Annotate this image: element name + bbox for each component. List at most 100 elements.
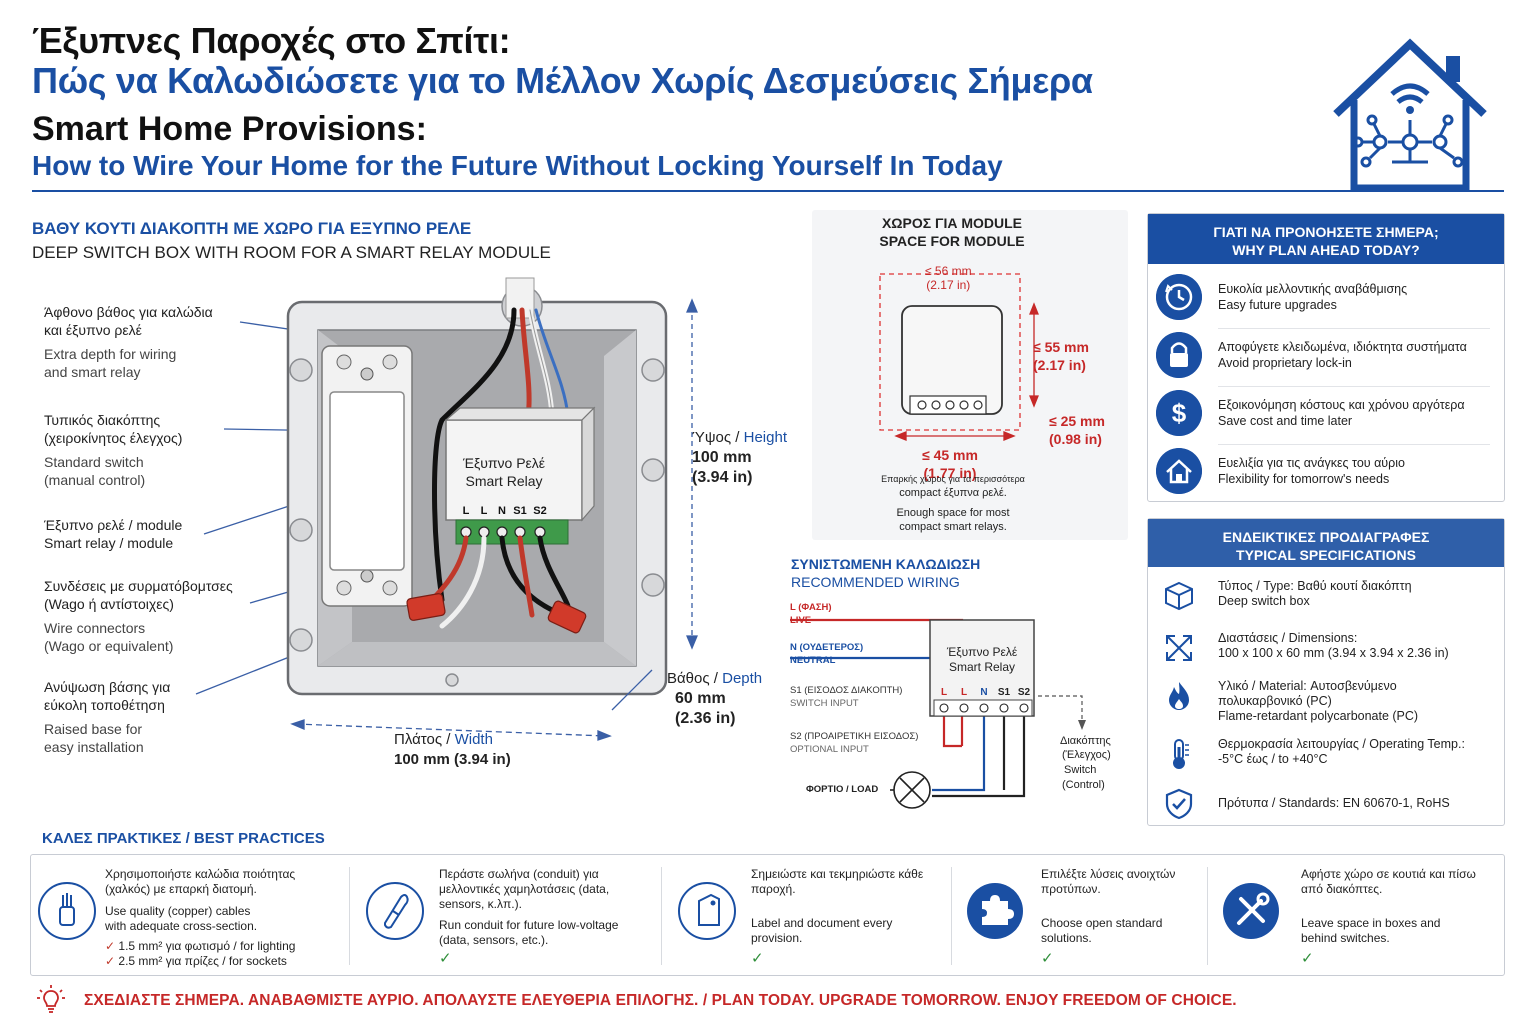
callout-gr-line: Ανύψωση βάσης για	[44, 679, 171, 695]
why-item-en: Easy future upgrades	[1218, 298, 1337, 312]
module-width-dim: ≤ 45 mm (1.77 in)	[922, 446, 978, 482]
module-height-dim-mm: ≤ 55 mm	[1033, 339, 1089, 355]
svg-text:$: $	[1172, 398, 1187, 428]
depth-in: (2.36 in)	[675, 710, 736, 727]
spec-line: 100 x 100 x 60 mm (3.94 x 3.94 x 2.36 in…	[1218, 646, 1449, 660]
bp-gr-line: Επιλέξτε λύσεις ανοιχτών	[1041, 867, 1176, 881]
typical-specifications-card: ΕΝΔΕΙΚΤΙΚΕΣ ΠΡΟΔΙΑΓΡΑΦΕΣ TYPICAL SPECIFI…	[1147, 518, 1505, 826]
wiring-title-english: RECOMMENDED WIRING	[791, 574, 960, 590]
spec-line: Υλικό / Material: Αυτοσβενύμενο	[1218, 679, 1397, 693]
why-item-savings: $ Εξοικονόμηση κόστους και χρόνου αργότε…	[1148, 384, 1504, 442]
relay-terminal-label: L	[463, 505, 470, 517]
cable-icon	[38, 882, 96, 940]
height-dimension: Ύψος / Height 100 mm (3.94 in)	[692, 429, 787, 486]
callout-en-line: Standard switch	[44, 454, 144, 470]
smart-home-house-icon	[1333, 38, 1487, 190]
bp-en-line: Label and document every	[751, 916, 893, 930]
wiring-switch-en-2: (Control)	[1062, 779, 1105, 791]
spec-line: Θερμοκρασία λειτουργίας / Operating Temp…	[1218, 737, 1465, 751]
dollar-icon: $	[1156, 390, 1202, 436]
width-dimension: Πλάτος / Width 100 mm (3.94 in)	[394, 731, 511, 768]
wiring-switch-gr-1: Διακόπτης	[1060, 735, 1111, 747]
callout-gr-line: (χειροκίνητος έλεγχος)	[44, 430, 183, 446]
spec-line: πολυκαρβονικό (PC)	[1218, 694, 1332, 708]
check-icon: ✓	[439, 950, 452, 967]
bp-gr-line: από διακόπτες.	[1301, 882, 1383, 896]
best-practice-text: Επιλέξτε λύσεις ανοιχτών προτύπων. Choos…	[1041, 867, 1241, 946]
puzzle-icon	[967, 883, 1023, 939]
lightbulb-icon	[37, 985, 65, 1013]
module-space-title: ΧΩΡΟΣ ΓΙΑ MODULE SPACE FOR MODULE	[812, 214, 1092, 250]
lock-icon	[1156, 332, 1202, 378]
page-subtitle-english: How to Wire Your Home for the Future Wit…	[32, 150, 1003, 181]
bp-en-line: with adequate cross-section.	[105, 919, 258, 933]
clock-refresh-icon	[1156, 274, 1202, 320]
callout-en-line: Smart relay / module	[44, 535, 174, 551]
cable-size-item: 1.5 mm² για φωτισμό / for lighting	[118, 939, 296, 953]
why-item-gr: Ευκολία μελλοντικής αναβάθμισης	[1218, 282, 1408, 296]
bp-divider	[951, 867, 952, 965]
page-subtitle-greek: Πώς να Καλωδιώσετε για το Μέλλον Χωρίς Δ…	[32, 60, 1093, 101]
why-plan-ahead-card: ΓΙΑΤΙ ΝΑ ΠΡΟΝΟΗΣΕΤΕ ΣΗΜΕΡΑ; WHY PLAN AHE…	[1147, 213, 1505, 502]
wiring-terminal-label: S2	[1018, 687, 1031, 698]
module-height-dim-in: (2.17 in)	[1033, 357, 1086, 373]
callout-en-line: easy installation	[44, 739, 144, 755]
module-note-en-1: Enough space for most	[896, 507, 1010, 519]
wire-label-neutral-gr: N (ΟΥΔΕΤΕΡΟΣ)	[790, 642, 863, 653]
callout-standard-switch: Τυπικός διακόπτης (χειροκίνητος έλεγχος)…	[44, 411, 182, 489]
best-practice-cables: Χρησιμοποιήστε καλώδια ποιότητας (χαλκός…	[31, 855, 347, 975]
best-practice-text: Σημειώστε και τεκμηριώστε κάθε παροχή. L…	[751, 867, 951, 946]
deep-switch-box-illustration: Έξυπνο Ρελέ Smart Relay L L N S1 S2	[286, 277, 698, 741]
module-space-title-gr: ΧΩΡΟΣ ΓΙΑ MODULE	[881, 215, 1023, 231]
tag-icon	[678, 882, 736, 940]
wire-label-s1-gr: S1 (ΕΙΣΟΔΟΣ ΔΙΑΚΟΠΤΗ)	[790, 685, 902, 696]
spec-line: Διαστάσεις / Dimensions:	[1218, 631, 1358, 645]
wire-label-s2-en: OPTIONAL INPUT	[790, 744, 869, 755]
wiring-terminal-label: L	[961, 687, 967, 698]
callout-en-line: and smart relay	[44, 364, 141, 380]
wire-label-load: ΦΟΡΤΙΟ / LOAD	[806, 784, 878, 795]
relay-terminal-label: S1	[513, 505, 526, 517]
page-title-greek: Έξυπνες Παροχές στο Σπίτι:	[32, 20, 511, 61]
why-item-flexibility: Ευελιξία για τις ανάγκες του αύριο Flexi…	[1148, 442, 1504, 500]
callout-en-line: (manual control)	[44, 472, 146, 488]
module-width-dim-in: (1.77 in)	[923, 465, 977, 481]
callout-en-line: Raised base for	[44, 721, 143, 737]
callout-extra-depth: Άφθονο βάθος για καλώδια και έξυπνο ρελέ…	[44, 303, 213, 381]
page-title-english: Smart Home Provisions:	[32, 110, 427, 148]
why-divider	[1218, 386, 1490, 387]
module-space-title-en: SPACE FOR MODULE	[879, 233, 1025, 249]
spec-title-en: TYPICAL SPECIFICATIONS	[1236, 547, 1416, 563]
cable-size-item: 2.5 mm² για πρίζες / for sockets	[118, 954, 287, 968]
bp-gr-line: Περάστε σωλήνα (conduit) για	[439, 867, 599, 881]
best-practice-text: Χρησιμοποιήστε καλώδια ποιότητας (χαλκός…	[105, 867, 305, 934]
module-space-drawing	[879, 273, 1039, 441]
relay-label-gr: Έξυπνο Ρελέ	[462, 455, 545, 471]
callout-gr-line: Άφθονο βάθος για καλώδια	[44, 304, 213, 320]
bp-gr-line: Σημειώστε και τεκμηριώστε κάθε	[751, 867, 924, 881]
bp-en-line: Run conduit for future low-voltage	[439, 918, 619, 932]
why-item-en: Save cost and time later	[1218, 414, 1353, 428]
width-label-gr: Πλάτος	[394, 731, 443, 748]
shield-check-icon	[1165, 788, 1193, 820]
why-card-header: ΓΙΑΤΙ ΝΑ ΠΡΟΝΟΗΣΕΤΕ ΣΗΜΕΡΑ; WHY PLAN AHE…	[1148, 214, 1504, 264]
why-item-en: Avoid proprietary lock-in	[1218, 356, 1352, 370]
bp-divider	[1207, 867, 1208, 965]
bp-en-line: Leave space in boxes and	[1301, 916, 1441, 930]
thermometer-icon	[1173, 739, 1189, 769]
header-divider	[32, 190, 1504, 192]
box-section-title-english: DEEP SWITCH BOX WITH ROOM FOR A SMART RE…	[32, 243, 551, 262]
module-note-en-2: compact smart relays.	[899, 521, 1007, 533]
callout-raised-base: Ανύψωση βάσης για εύκολη τοποθέτηση Rais…	[44, 678, 170, 756]
module-width-dim-mm: ≤ 45 mm	[922, 447, 978, 463]
module-top-dim-mm: ≤ 56 mm	[925, 264, 972, 278]
tools-icon	[1223, 883, 1279, 939]
bp-en-line: Use quality (copper) cables	[105, 904, 251, 918]
spec-line: Deep switch box	[1218, 594, 1310, 608]
expand-arrows-icon	[1166, 635, 1192, 661]
check-icon: ✓	[751, 950, 764, 967]
spec-card-header: ΕΝΔΕΙΚΤΙΚΕΣ ΠΡΟΔΙΑΓΡΑΦΕΣ TYPICAL SPECIFI…	[1148, 519, 1504, 567]
wire-label-s1-en: SWITCH INPUT	[790, 698, 859, 709]
callout-en-line: Extra depth for wiring	[44, 346, 177, 362]
height-label-en: Height	[743, 429, 787, 446]
